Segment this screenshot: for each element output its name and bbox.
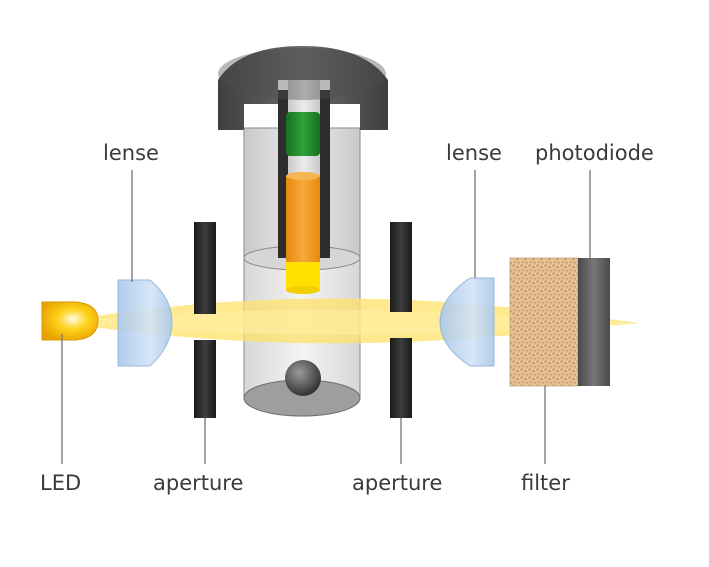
lens-icon — [117, 279, 173, 367]
photodiode-icon — [578, 258, 610, 386]
label-aperture-left: aperture — [153, 471, 243, 495]
leader-lines — [61, 170, 591, 464]
cuvette-icon — [218, 46, 388, 417]
aperture-icon — [390, 222, 412, 418]
lens-icon — [439, 277, 495, 367]
label-lens-right: lense — [446, 141, 502, 165]
filter-icon — [509, 257, 579, 387]
label-led: LED — [40, 471, 81, 495]
label-aperture-right: aperture — [352, 471, 442, 495]
label-photodiode: photodiode — [535, 141, 654, 165]
label-lens-left: lense — [103, 141, 159, 165]
aperture-icon — [194, 222, 216, 418]
led-icon — [41, 301, 99, 341]
label-filter: filter — [521, 471, 570, 495]
